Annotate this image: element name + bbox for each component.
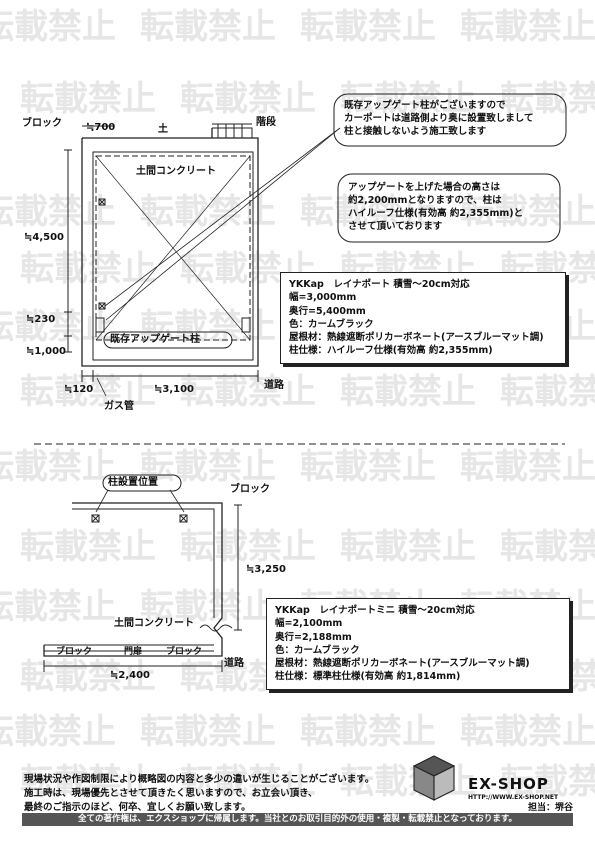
spec-1-line: 柱仕様：ハイルーフ仕様(有効高 約2,355mm) <box>289 345 493 357</box>
spec-box-1: YKKap レイナポート 積雪～20cm対応 幅=3,000mm 奥行=5,40… <box>280 272 566 364</box>
road-label-top: 道路 <box>264 380 284 391</box>
watermark-text: 転載禁止 <box>140 712 276 752</box>
spec-1-line: 色：カームブラック <box>289 318 374 330</box>
soil-label: 土 <box>158 124 168 135</box>
watermark-text: 転載禁止 <box>20 527 156 567</box>
watermark-text: 転載禁止 <box>140 447 276 487</box>
callout-box-2 <box>337 173 561 243</box>
watermark-text: 転載禁止 <box>460 447 595 487</box>
site-plan-top <box>64 123 341 397</box>
watermark-text: 転載禁止 <box>300 447 436 487</box>
road-label-bottom: 道路 <box>224 658 244 669</box>
block-label-top: ブロック <box>22 118 62 129</box>
callout-1-line: 柱と接触しないよう施工致します <box>344 126 487 137</box>
exshop-logo-cube <box>412 755 456 801</box>
callout-1: 既存アップゲート柱がございますので カーポートは道路側より奥に設置致しまして 柱… <box>344 99 534 138</box>
watermark-text: 転載禁止 <box>0 7 116 47</box>
dim-3250: ≒3,250 <box>246 564 287 575</box>
watermark-text: 転載禁止 <box>140 587 276 627</box>
spec-1-line: 屋根材：熱線遮断ポリカーボネート(アースブルーマット調) <box>289 332 544 344</box>
gate-post-bubble <box>103 331 233 349</box>
watermark-text: 転載禁止 <box>500 762 595 802</box>
spec-2-line: 幅=2,100mm <box>275 618 343 630</box>
post-position-bubble <box>102 474 182 492</box>
spec-2-line: 柱仕様：標準柱仕様(有効高 約1,814mm) <box>275 671 461 683</box>
watermark-text: 転載禁止 <box>140 7 276 47</box>
dim-230: ≒230 <box>26 314 56 325</box>
watermark-text: 転載禁止 <box>300 712 436 752</box>
callout-2: アップゲートを上げた場合の高さは 約2,200mmとなりますので、柱は ハイルー… <box>348 181 523 233</box>
spec-2-line: 奥行=2,188mm <box>275 631 352 643</box>
callout-1-line: 既存アップゲート柱がございますので <box>344 100 506 111</box>
callout-1-line: カーポートは道路側より奥に設置致しまして <box>344 113 534 124</box>
footer-notes: 現場状況や作図制限により概略図の内容と多少の違いが生じることがございます。 施工… <box>24 773 374 815</box>
watermark-text: 転載禁止 <box>20 372 156 412</box>
existing-gate-post-right <box>241 317 251 333</box>
watermark-text: 転載禁止 <box>340 372 476 412</box>
spec-2-line: 色：カームブラック <box>275 644 360 656</box>
watermark-text: 転載禁止 <box>500 527 595 567</box>
watermark-text: 転載禁止 <box>180 79 316 119</box>
watermark-text: 転載禁止 <box>0 447 116 487</box>
stairs-label: 階段 <box>256 117 276 128</box>
existing-gate-post-left <box>95 317 105 333</box>
spec-2-line: YKKap レイナポートミニ 積雪～20cm対応 <box>275 605 475 616</box>
concrete-label-bottom: 土間コンクリート <box>114 618 194 629</box>
spec-2-line: 屋根材：熱線遮断ポリカーボネート(アースブルーマット調) <box>275 658 530 670</box>
callout-2-line: 約2,200mmとなりますので、柱は <box>348 195 502 206</box>
watermark-text: 転載禁止 <box>20 249 156 289</box>
watermark-text: 転載禁止 <box>0 192 116 232</box>
callout-2-line: アップゲートを上げた場合の高さは <box>348 182 501 193</box>
watermark-text: 転載禁止 <box>460 712 595 752</box>
watermark-text: 転載禁止 <box>180 762 316 802</box>
gas-pipe-label: ガス管 <box>104 401 134 412</box>
watermark-text: 転載禁止 <box>300 192 436 232</box>
dim-700: ≒700 <box>86 122 116 133</box>
concrete-label-top: 土間コンクリート <box>136 166 216 177</box>
post-marker <box>98 198 106 206</box>
footer-note-line: 最終のご指示のほど、何卒、宜しくお願い致します。 <box>24 802 251 813</box>
spec-1-line: 奥行=5,400mm <box>289 305 366 317</box>
callout-2-line: ハイルーフ仕様(有効高 約2,355mm)と <box>348 208 524 219</box>
dim-2400: ≒2,400 <box>110 670 151 681</box>
dim-120: ≒120 <box>64 384 94 395</box>
gate-label: 門扉 <box>124 647 143 657</box>
site-plan-bottom <box>43 489 242 672</box>
watermark-text: 転載禁止 <box>500 372 595 412</box>
watermark-text: 転載禁止 <box>20 79 156 119</box>
watermark-text: 転載禁止 <box>340 79 476 119</box>
block-label-bottom: ブロック <box>230 484 270 495</box>
footer-note-line: 施工時は、現場優先とさせて頂きたく思いますので、お立会い頂き、 <box>24 788 318 799</box>
watermark-text: 転載禁止 <box>300 7 436 47</box>
watermark-text: 転載禁止 <box>0 712 116 752</box>
block-left-label: ブロック <box>56 647 93 657</box>
watermark-text: 転載禁止 <box>460 192 595 232</box>
block-right-label: ブロック <box>166 647 203 657</box>
watermark-text: 転載禁止 <box>180 372 316 412</box>
spec-1-line: 幅=3,000mm <box>289 292 357 304</box>
copyright-bar: 全ての著作権は、エクスショップに帰属します。当社とのお取引目的外の使用・複製・転… <box>22 813 573 826</box>
spec-1-line: YKKap レイナポート 積雪～20cm対応 <box>289 279 470 290</box>
existing-gate-post-label: 既存アップゲート柱 <box>110 334 200 345</box>
dim-1000: ≒1,000 <box>26 346 67 357</box>
dim-3100: ≒3,100 <box>154 384 195 395</box>
callout-box-1 <box>333 93 567 147</box>
brand-name: EX-SHOP <box>468 775 549 793</box>
footer-note-line: 現場状況や作図制限により概略図の内容と多少の違いが生じることがございます。 <box>24 774 375 785</box>
watermark-text: 転載禁止 <box>180 527 316 567</box>
post-position-label: 柱設置位置 <box>108 477 158 488</box>
spec-box-2: YKKap レイナポートミニ 積雪～20cm対応 幅=2,100mm 奥行=2,… <box>266 598 570 690</box>
staff-label: 担当：堺谷 <box>528 803 574 813</box>
watermark-text: 転載禁止 <box>20 657 156 697</box>
watermark-text: 転載禁止 <box>460 7 595 47</box>
brand-url: HTTP://WWW.EX-SHOP.NET <box>468 794 559 801</box>
callout-2-line: させて頂いております <box>348 221 443 232</box>
watermark-text: 転載禁止 <box>500 79 595 119</box>
dim-4500: ≒4,500 <box>24 232 65 243</box>
watermark-text: 転載禁止 <box>0 587 116 627</box>
watermark-text: 転載禁止 <box>340 527 476 567</box>
watermark-text: 転載禁止 <box>20 762 156 802</box>
